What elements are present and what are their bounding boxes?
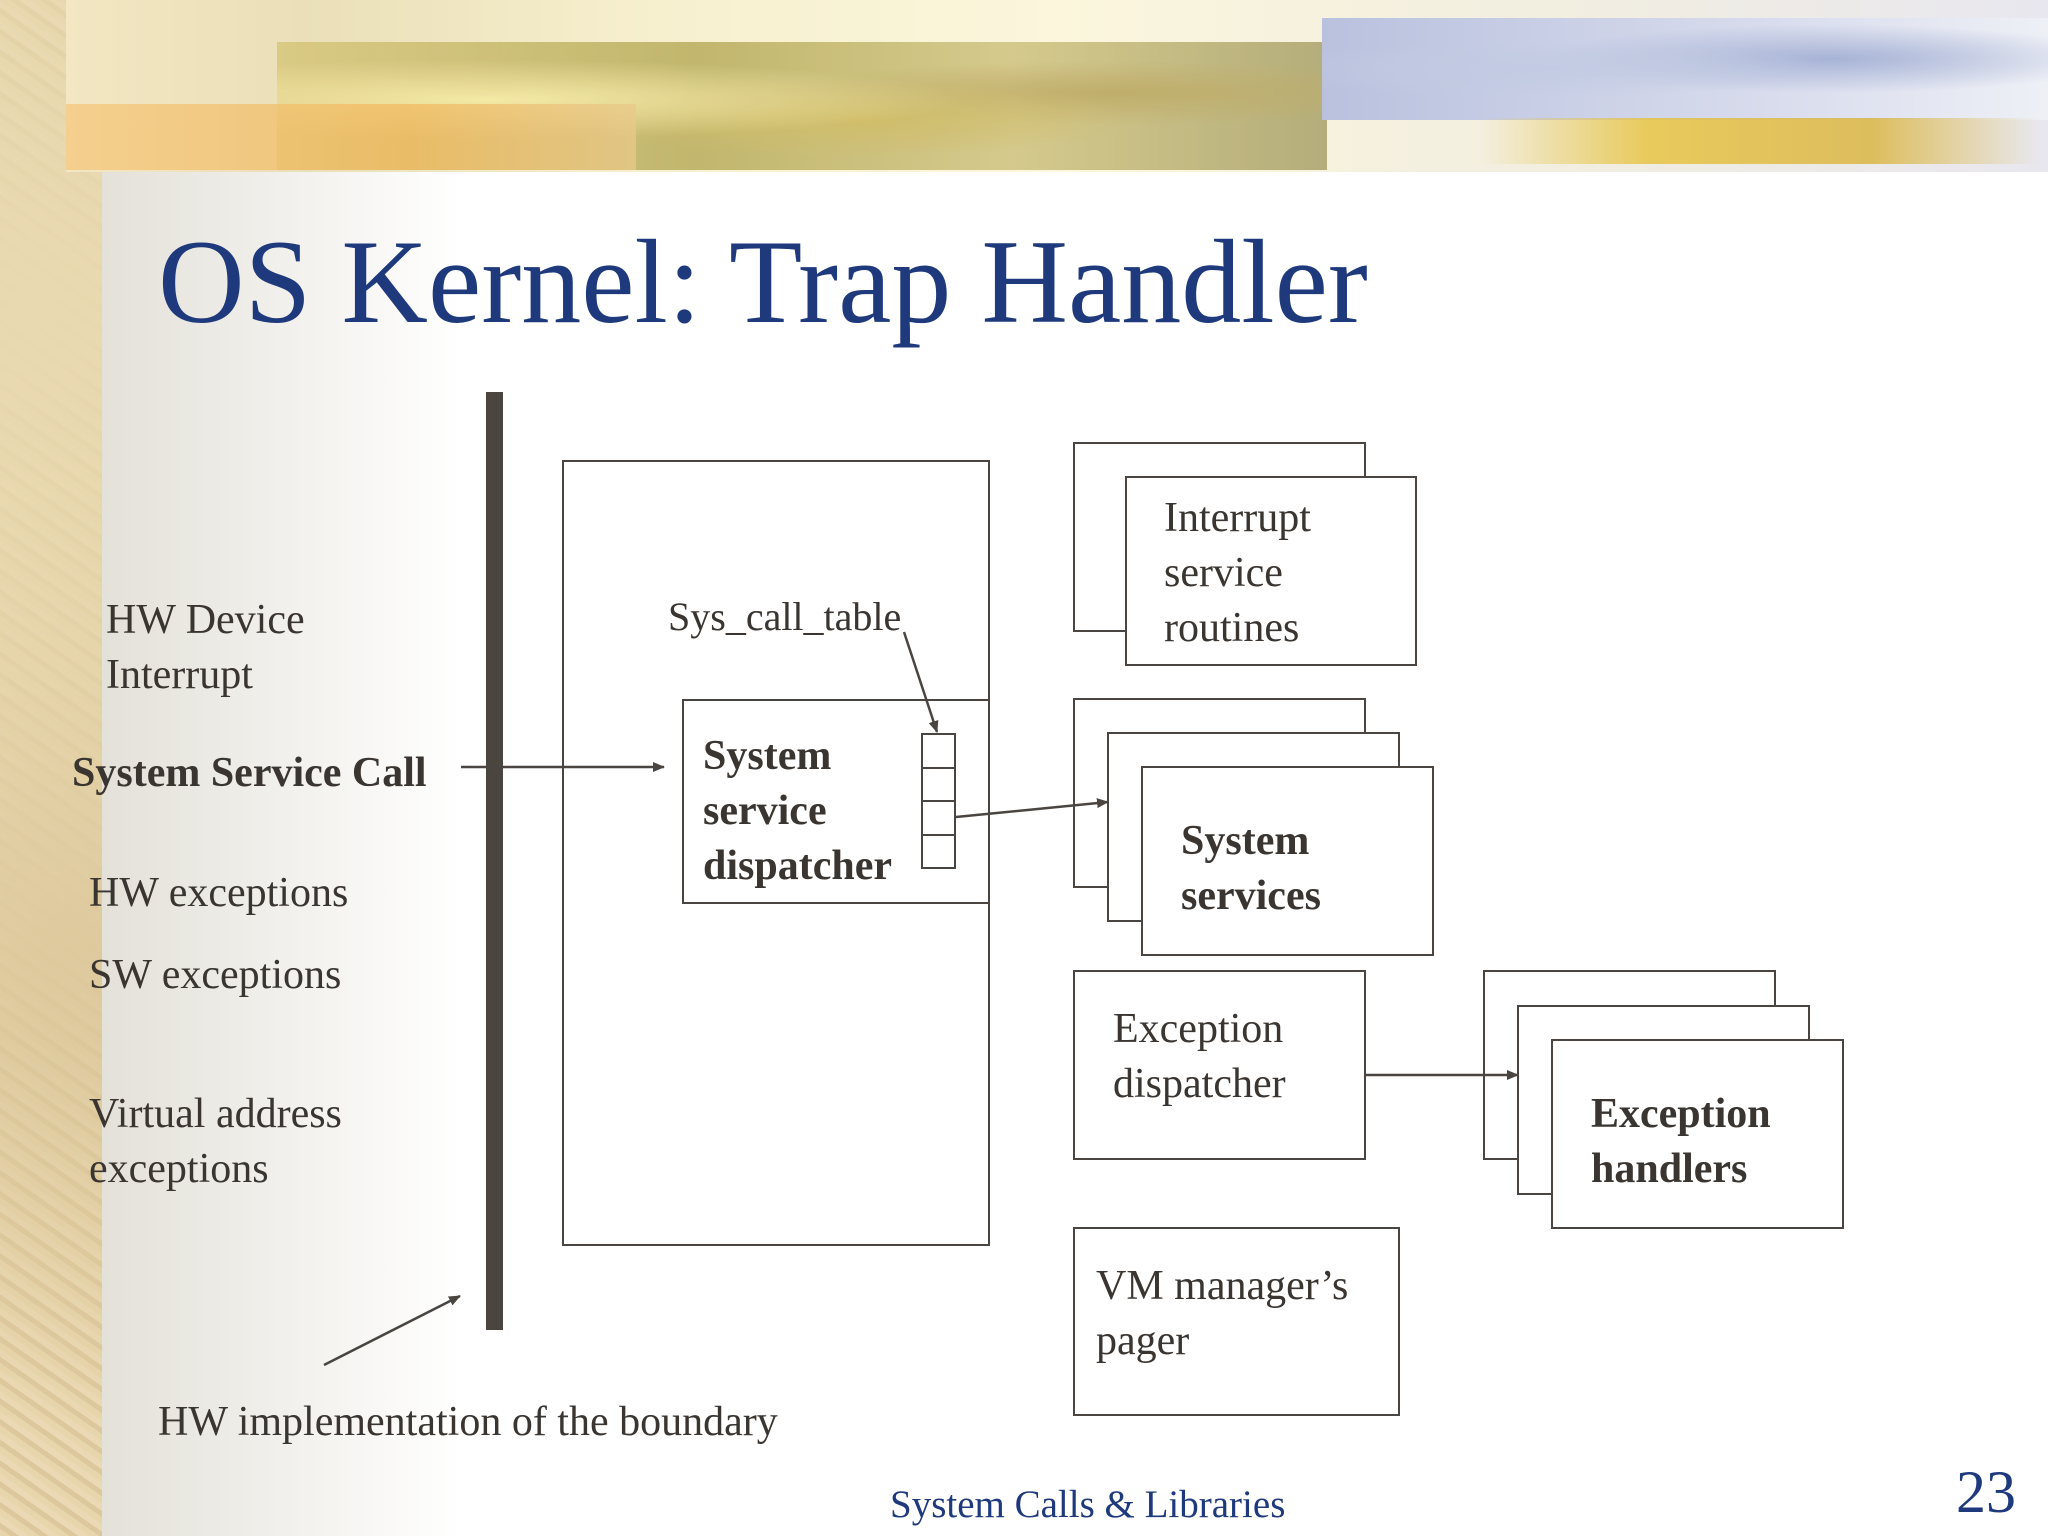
sys-call-table: [921, 733, 956, 869]
footer-text: System Calls & Libraries: [890, 1483, 1286, 1526]
exception-handlers-stack: [1483, 970, 1844, 1229]
system-service-call-label: System Service Call: [72, 750, 427, 796]
header-banner-orange: [66, 104, 636, 170]
slide-title: OS Kernel: Trap Handler: [158, 215, 1368, 348]
dispatcher-label: System service dispatcher: [703, 733, 892, 889]
hw-device-interrupt-label: HW Device Interrupt: [106, 597, 305, 698]
dispatch-to-services-arrow: [955, 798, 1109, 819]
sys-call-table-pointer: [902, 631, 939, 733]
background-texture: [0, 0, 102, 1536]
virtual-address-exceptions-label: Virtual address exceptions: [89, 1091, 342, 1192]
hw-exceptions-label: HW exceptions: [89, 870, 349, 916]
exception-handlers-label: Exception handlers: [1591, 1091, 1771, 1192]
vm-pager-label: VM manager’s pager: [1096, 1263, 1349, 1364]
exception-dispatcher-box: [1073, 970, 1366, 1160]
boundary-note-arrow: [323, 1294, 461, 1367]
vm-pager-box: [1073, 1227, 1400, 1416]
sw-exceptions-label: SW exceptions: [89, 952, 342, 998]
interrupt-service-routines-label: Interrupt service routines: [1164, 495, 1311, 651]
slide-number: 23: [1956, 1459, 2016, 1525]
system-services-label: System services: [1181, 818, 1321, 919]
header-banner-blue: [1322, 18, 2048, 120]
sys-call-table-label: Sys_call_table: [668, 594, 902, 639]
exception-dispatcher-label: Exception dispatcher: [1113, 1006, 1286, 1107]
background-fade: [102, 170, 462, 1536]
dispatcher-box: [682, 699, 990, 904]
header-banner-gold: [1480, 118, 2040, 164]
boundary-note-label: HW implementation of the boundary: [158, 1399, 778, 1445]
boundary-bar: [486, 392, 503, 1330]
system-services-stack: [1073, 698, 1434, 956]
interrupt-service-routines-stack: [1073, 442, 1417, 666]
